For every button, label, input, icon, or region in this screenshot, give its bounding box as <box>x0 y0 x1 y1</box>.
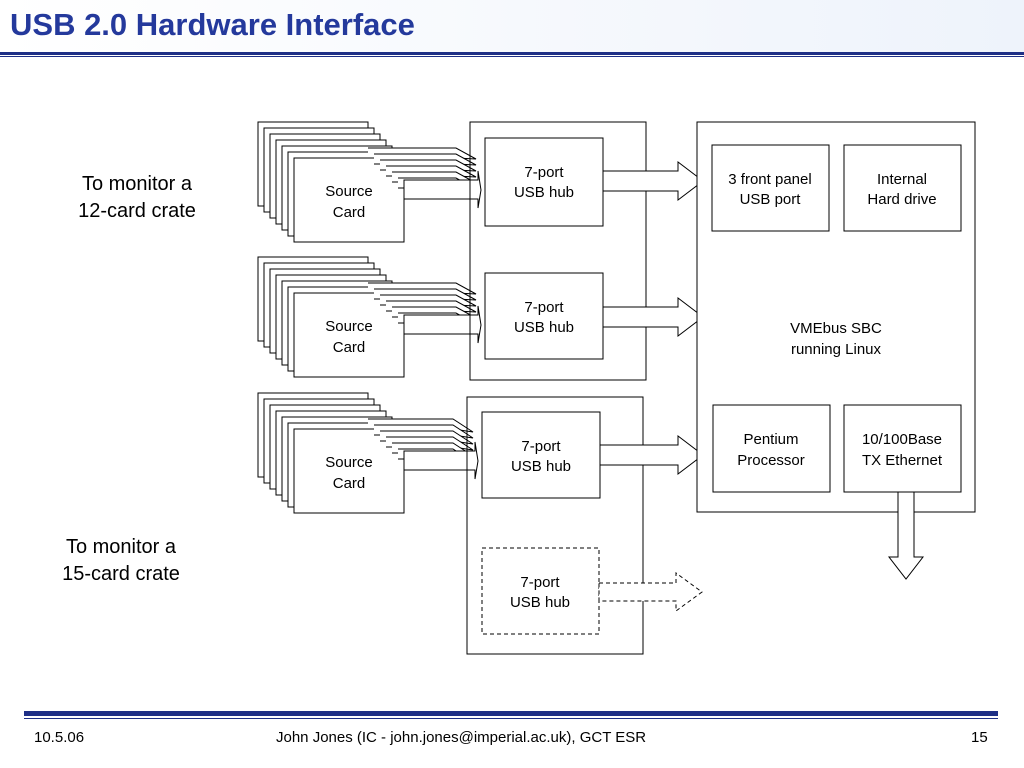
title-rule-thin <box>0 56 1024 57</box>
source-card-2-7 <box>293 292 405 378</box>
footer-page-number: 15 <box>971 729 988 746</box>
usb-hub-1-line1: 7-port <box>524 164 564 181</box>
usb-hub-4-optional: 7-port USB hub <box>481 547 600 635</box>
hub-enclosure-15 <box>466 396 644 655</box>
hard-drive-box: Internal Hard drive <box>843 144 962 232</box>
usb-hub-3-line2: USB hub <box>511 458 571 475</box>
pentium-processor-box: Pentium Processor <box>712 404 831 493</box>
footer-rule-thin <box>24 718 998 719</box>
source-card-3-label-line1: Source <box>325 454 373 471</box>
usb-hub-2-line2: USB hub <box>514 319 574 336</box>
footer-rule <box>24 711 998 716</box>
usb-hub-2-line1: 7-port <box>524 299 564 316</box>
footer-date: 10.5.06 <box>34 729 85 746</box>
footer-author: John Jones (IC - john.jones@imperial.ac.… <box>276 729 647 746</box>
label-monitor-12-line2: 12-card crate <box>78 200 196 222</box>
hub-3-output-arrow <box>599 434 704 476</box>
usb-hub-4-line2: USB hub <box>510 594 570 611</box>
sbc-line1: VMEbus SBC <box>790 320 882 337</box>
front-panel-line1: 3 front panel <box>728 171 811 188</box>
label-monitor-15: To monitor a 15-card crate <box>21 534 221 588</box>
page-title: USB 2.0 Hardware Interface <box>10 7 415 42</box>
source-card-1-label-line1: Source <box>325 183 373 200</box>
main-cable-arrow-2 <box>403 305 482 344</box>
usb-hub-1: 7-port USB hub <box>484 137 604 227</box>
label-monitor-15-line1: To monitor a <box>65 536 177 558</box>
usb-hub-4-line1: 7-port <box>520 574 560 591</box>
hard-drive-line1: Internal <box>877 171 927 188</box>
cpu-line2: Processor <box>737 452 805 469</box>
main-cable-arrow-1 <box>403 170 482 209</box>
label-monitor-15-line2: 15-card crate <box>62 563 180 585</box>
title-rule <box>0 52 1024 55</box>
source-card-3-7 <box>293 428 405 514</box>
usb-cable-arrows <box>368 147 482 480</box>
sbc-line2: running Linux <box>791 341 882 358</box>
source-card-2-label-line1: Source <box>325 318 373 335</box>
hard-drive-line2: Hard drive <box>867 191 936 208</box>
front-panel-usb-box: 3 front panel USB port <box>711 144 830 232</box>
usb-hub-3: 7-port USB hub <box>481 411 601 499</box>
source-card-1-7 <box>293 157 405 243</box>
label-monitor-12-line1: To monitor a <box>81 173 193 195</box>
hub-2-output-arrow <box>602 296 704 338</box>
source-card-1-label-line2: Card <box>333 204 366 221</box>
hub-4-output-arrow <box>598 572 703 612</box>
label-monitor-12: To monitor a 12-card crate <box>37 171 237 225</box>
eth-line1: 10/100Base <box>862 431 942 448</box>
source-card-2-label-line2: Card <box>333 339 366 356</box>
source-card-3-label-line2: Card <box>333 475 366 492</box>
ethernet-box: 10/100Base TX Ethernet <box>843 404 962 493</box>
usb-hub-2: 7-port USB hub <box>484 272 604 360</box>
cpu-line1: Pentium <box>743 431 798 448</box>
hub-enclosure-12 <box>469 121 647 381</box>
ethernet-down-arrow <box>887 491 925 580</box>
hub-1-output-arrow <box>602 160 704 202</box>
usb-hub-3-line1: 7-port <box>521 438 561 455</box>
main-cable-arrow-3 <box>403 441 479 480</box>
front-panel-line2: USB port <box>740 191 802 208</box>
eth-line2: TX Ethernet <box>862 452 943 469</box>
usb-hub-1-line2: USB hub <box>514 184 574 201</box>
title-bar <box>0 0 1024 52</box>
